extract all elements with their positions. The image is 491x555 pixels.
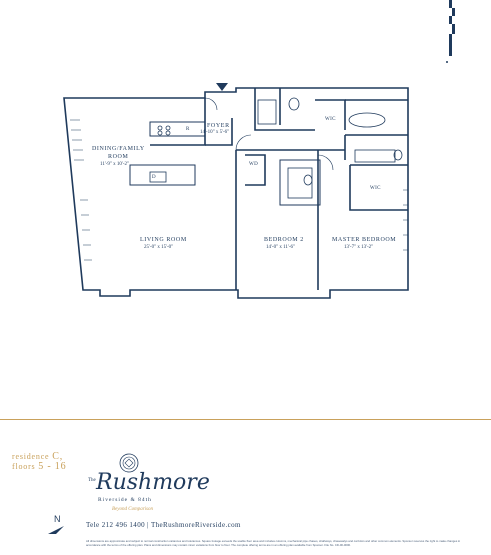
dining-label-line2: Room	[108, 154, 129, 160]
disclaimer-text: All dimensions are approximate and subje…	[86, 539, 461, 547]
north-arrow-icon	[48, 526, 64, 534]
floor-plan	[63, 87, 409, 299]
living-dims: 25'-0" x 15'-0"	[144, 245, 174, 250]
refrigerator-label: R	[186, 127, 190, 132]
sidebar-brand-mark	[443, 0, 463, 65]
north-label: N	[54, 514, 61, 524]
contact-line: Tele 212 496 1400 | TheRushmoreRiverside…	[86, 521, 241, 529]
bedroom2-label: Bedroom 2	[264, 237, 304, 243]
logo-name: Rushmore	[96, 470, 210, 495]
foyer-dims: 14'-10" x 5'-6"	[200, 130, 230, 135]
divider-rule	[0, 419, 491, 420]
entry-arrow-icon	[216, 83, 228, 91]
dishwasher-label: D	[152, 175, 157, 180]
master-bedroom-dims: 13'-7" x 13'-2"	[344, 245, 374, 250]
washer-dryer-label: WD	[249, 162, 259, 167]
logo-subtitle: Riverside & 84th	[98, 497, 152, 503]
foyer-label: Foyer	[207, 123, 230, 129]
seal-icon	[119, 453, 139, 473]
master-bedroom-label: Master Bedroom	[332, 237, 397, 243]
dining-label: Dining/Family	[92, 146, 145, 152]
wic-label-1: WIC	[325, 117, 336, 122]
wic-label-2: WIC	[370, 186, 381, 191]
dining-dims: 11'-9" x 10'-2"	[100, 162, 130, 167]
residence-label: residence C, floors 5 - 16	[12, 452, 66, 472]
bedroom2-dims: 14'-0" x 11'-6"	[266, 245, 296, 250]
logo-the: The	[88, 478, 96, 483]
logo-tagline: Beyond Comparison	[112, 507, 153, 512]
residence-unit: C,	[52, 451, 63, 462]
living-label: Living Room	[140, 237, 187, 243]
residence-prefix: residence	[12, 452, 50, 461]
north-arrow: N	[44, 512, 70, 540]
floors-prefix: floors	[12, 462, 36, 471]
rushmore-logo: The Rushmore Riverside & 84th Beyond Com…	[88, 452, 210, 532]
floors-range: 5 - 16	[38, 461, 67, 472]
